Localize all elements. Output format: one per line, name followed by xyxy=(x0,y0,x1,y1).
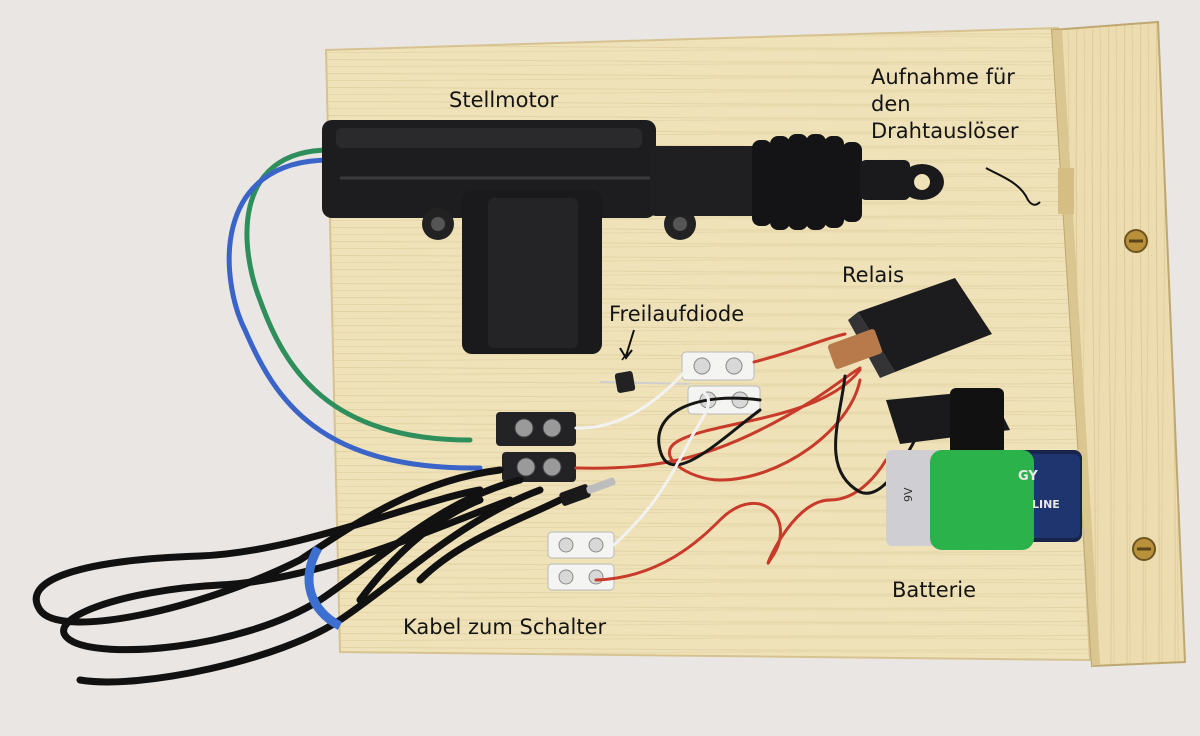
cable-release-mount xyxy=(1058,168,1074,214)
terminal-block xyxy=(496,412,576,482)
velcro-strap xyxy=(930,450,1034,550)
battery: GY LINE 9V xyxy=(886,388,1082,550)
label-aufnahme-line2: den xyxy=(871,92,911,116)
label-freilaufdiode: Freilaufdiode xyxy=(609,302,745,326)
battery-voltage-text: 9V xyxy=(902,487,915,502)
rubber-band xyxy=(304,545,343,630)
label-relais: Relais xyxy=(842,263,905,287)
label-aufnahme: Aufnahme für den Drahtauslöser xyxy=(871,64,1019,145)
label-aufnahme-line1: Aufnahme für xyxy=(871,65,1015,89)
circuit-wires xyxy=(574,332,922,582)
terminal-block xyxy=(547,531,615,591)
switch-cable xyxy=(32,466,564,686)
annotation-arrow-icon xyxy=(985,167,1041,206)
jack-plug xyxy=(559,477,616,506)
label-stellmotor: Stellmotor xyxy=(449,88,559,112)
label-aufnahme-line3: Drahtauslöser xyxy=(871,119,1019,143)
label-batterie: Batterie xyxy=(892,578,977,602)
label-kabel: Kabel zum Schalter xyxy=(403,615,607,639)
battery-brand-text: GY xyxy=(1018,469,1038,484)
actuator-motor xyxy=(322,120,944,354)
relay xyxy=(827,278,992,378)
motor-wires xyxy=(226,147,483,471)
annotation-arrow-icon xyxy=(619,329,635,360)
battery-type-text: LINE xyxy=(1032,498,1060,511)
